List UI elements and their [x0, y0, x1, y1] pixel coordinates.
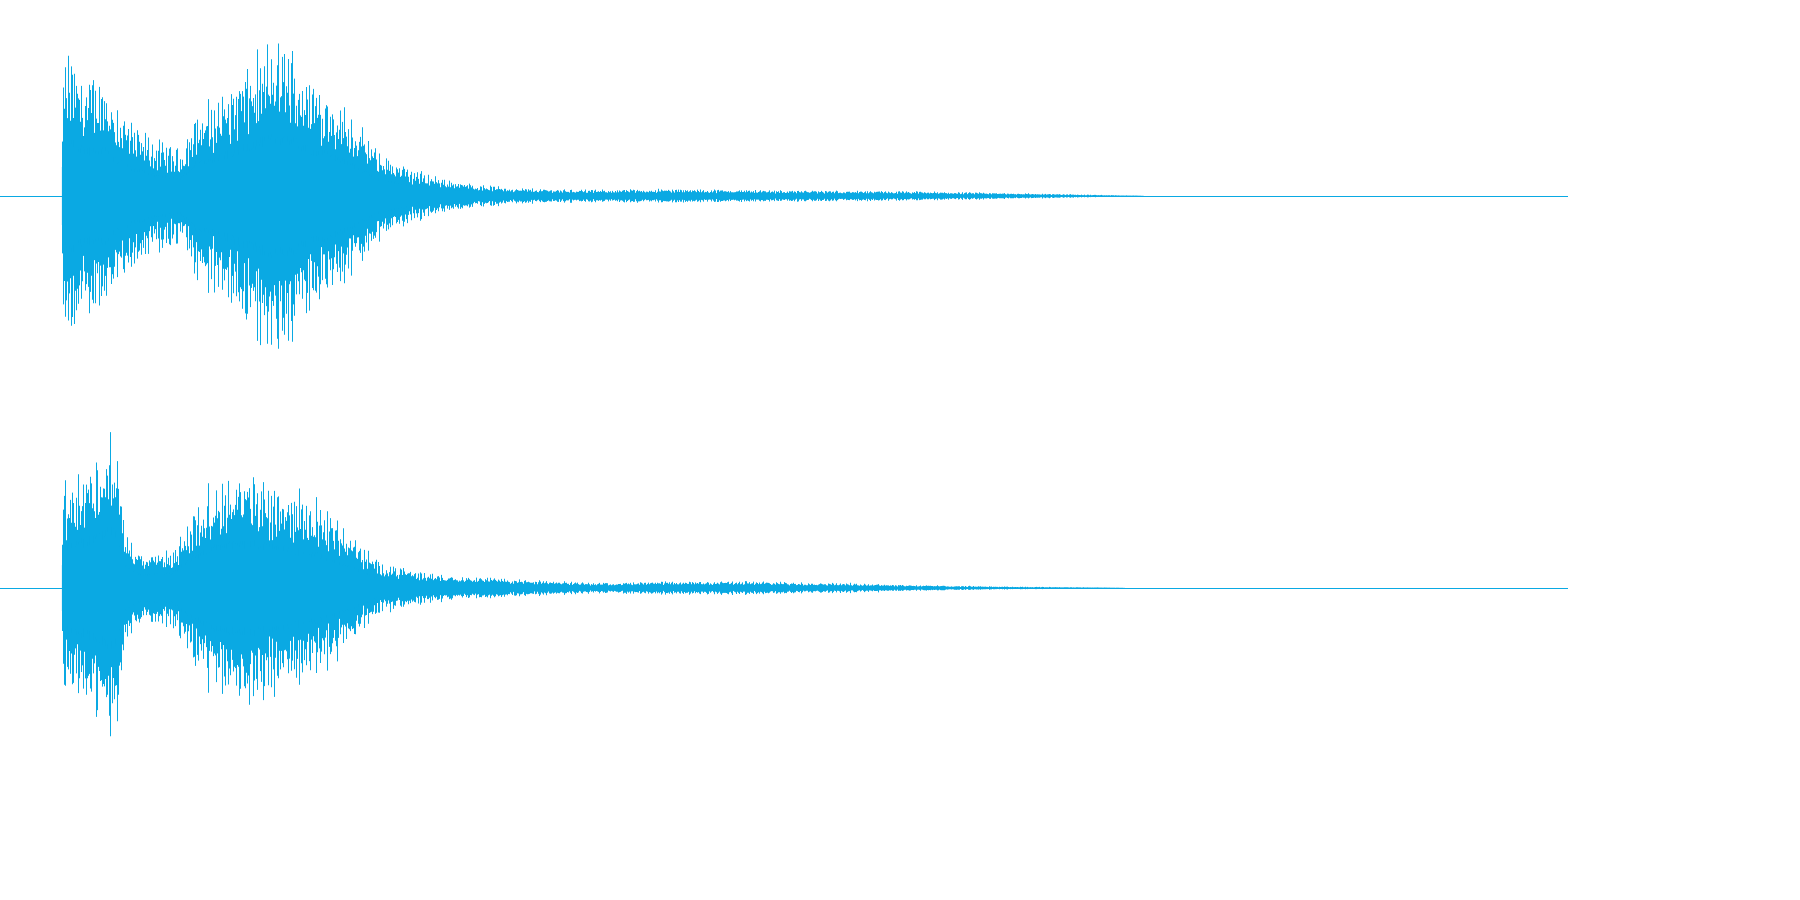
channel-waveform-core — [61, 526, 1124, 650]
channel-1-waveform[interactable] — [0, 43, 1568, 349]
channel-2-waveform[interactable] — [0, 432, 1568, 737]
waveform-view[interactable] — [0, 0, 1568, 784]
waveform-canvas[interactable] — [0, 0, 1568, 784]
channel-waveform-core — [61, 134, 1144, 258]
